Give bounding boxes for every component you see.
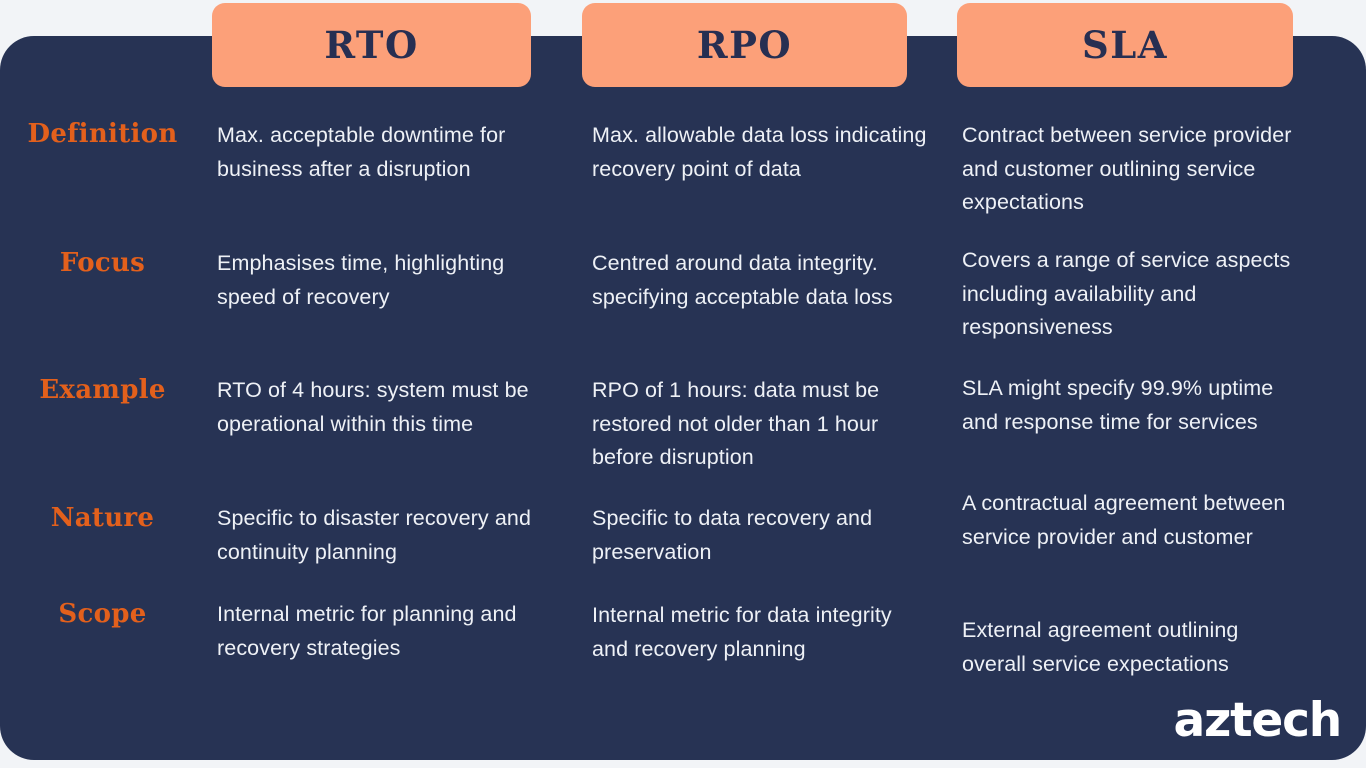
row-label-focus: Focus (59, 248, 146, 278)
row-label-definition: Definition (27, 119, 178, 149)
cell-scope-rpo: Internal metric for data integrity and r… (592, 603, 892, 661)
row-label-example: Example (39, 375, 166, 405)
cell-scope-sla: External agreement outlining overall ser… (962, 618, 1239, 676)
cell-nature-rpo: Specific to data recovery and preservati… (592, 506, 873, 564)
aztech-logo: aztech (1173, 693, 1342, 748)
cell-definition-rpo: Max. allowable data loss indicating reco… (592, 123, 927, 181)
cell-example-rto: RTO of 4 hours: system must be operation… (217, 378, 529, 436)
cell-nature-rto: Specific to disaster recovery and contin… (217, 506, 531, 564)
column-header-rpo: RPO (582, 3, 907, 87)
cell-nature-sla: A contractual agreement between service … (962, 491, 1286, 549)
cell-focus-sla: Covers a range of service aspects includ… (962, 248, 1291, 339)
row-label-nature: Nature (50, 503, 155, 533)
column-header-row: RTO RPO SLA (0, 3, 1366, 87)
row-label-scope: Scope (58, 599, 147, 629)
cell-focus-rto: Emphasises time, highlighting speed of r… (217, 251, 505, 309)
cell-scope-rto: Internal metric for planning and recover… (217, 602, 517, 660)
comparison-grid: Definition Focus Example Nature Scope Ma… (0, 36, 1366, 760)
column-header-sla: SLA (957, 3, 1293, 87)
cell-example-sla: SLA might specify 99.9% uptime and respo… (962, 376, 1274, 434)
cell-definition-rto: Max. acceptable downtime for business af… (217, 123, 506, 181)
column-header-rto: RTO (212, 3, 531, 87)
cell-focus-rpo: Centred around data integrity. specifyin… (592, 251, 893, 309)
comparison-card: Definition Focus Example Nature Scope Ma… (0, 36, 1366, 760)
cell-definition-sla: Contract between service provider and cu… (962, 123, 1292, 214)
cell-example-rpo: RPO of 1 hours: data must be restored no… (592, 378, 880, 469)
